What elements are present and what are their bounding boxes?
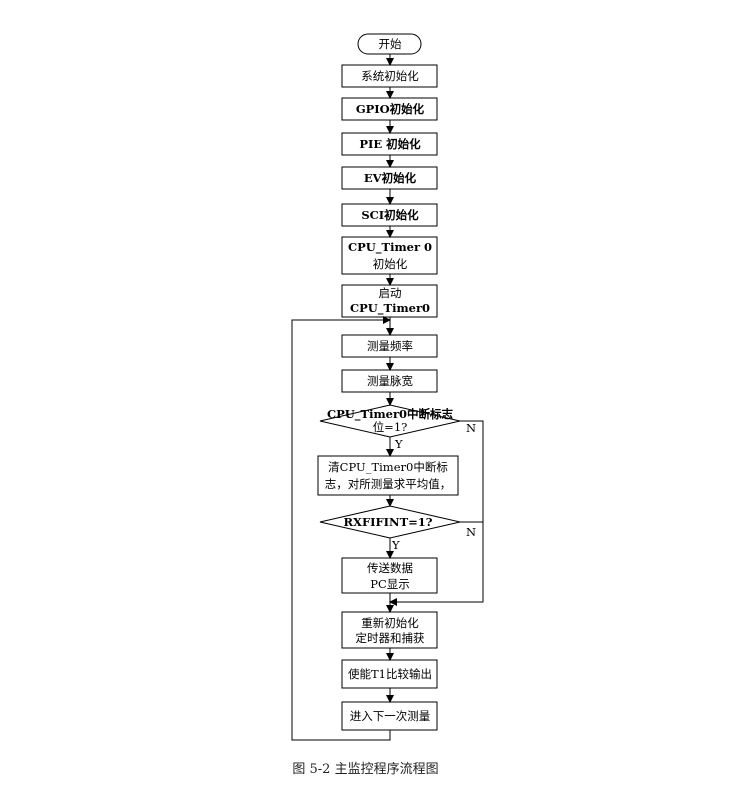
send-data-label-line1: 传送数据 [367,561,413,575]
rxfifo-label: RXFIFINT=1? [343,515,432,529]
timer-flag-label-line2: 位=1? [373,420,408,434]
yes-label: Y [391,538,400,552]
ev-init-label: EV初始化 [364,171,417,185]
gpio-init-label: GPIO初始化 [356,102,425,116]
clear-flag-label-line1: 清CPU_Timer0中断标 [328,460,448,474]
measure-pulse-label: 测量脉宽 [367,374,413,388]
figure-caption: 图 5-2 主监控程序流程图 [292,762,439,777]
start-label: 开始 [379,37,402,51]
next-measure-label: 进入下一次测量 [350,709,431,723]
send-data-label-line2: PC显示 [370,577,410,591]
loop-back-line [291,316,391,741]
no-branch-line [389,420,484,606]
clear-flag-label-line2: 志，对所测量求平均值， [325,477,452,491]
pie-init-label: PIE 初始化 [359,137,421,151]
enable-t1-label: 使能T1比较输出 [348,667,432,681]
timer-init-label-line2: 初始化 [373,257,408,271]
timer-start-label-line1: 启动 [379,286,402,300]
timer-init-label-line1: CPU_Timer 0 [348,240,432,255]
reinit-label-line2: 定时器和捕获 [356,631,425,645]
no-label: N [466,525,476,539]
yes-label: Y [394,437,403,451]
reinit-label-line1: 重新初始化 [361,616,419,630]
no-label: N [466,421,476,435]
sci-init-label: SCI初始化 [361,208,419,222]
timer-flag-label-line1: CPU_Timer0中断标志 [327,407,454,422]
system-init-label: 系统初始化 [361,69,419,83]
measure-freq-label: 测量频率 [367,339,413,353]
timer-start-label-line2: CPU_Timer0 [350,301,430,316]
